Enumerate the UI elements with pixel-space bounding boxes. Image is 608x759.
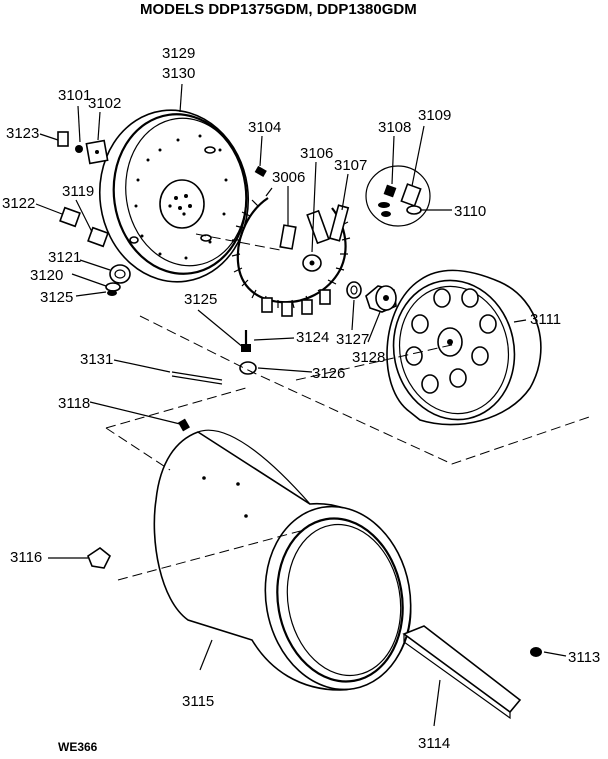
models-header: MODELS DDP1375GDM, DDP1380GDM [140,1,417,18]
callout-label: 3113 [568,649,600,666]
callout-label: 3115 [182,693,214,710]
callout-label: 3106 [300,145,333,162]
small-parts-right-group [365,165,431,227]
callout-label: 3129 [162,45,195,62]
callout-label: 3122 [2,195,35,212]
screw-parts [171,330,257,385]
callout-label: 3131 [80,351,113,368]
callout-label: 3109 [418,107,451,124]
heater-coil [231,187,351,317]
screw-3104 [254,165,267,177]
leader-lines [35,83,567,727]
callout-label: 3119 [62,183,94,200]
drum-rear-head [98,109,250,283]
callout-label: 3125 [40,289,73,306]
callout-label: 3128 [352,349,385,366]
callout-label: 3114 [418,735,450,752]
thermostat-part [279,224,297,250]
callout-label: 3111 [530,311,561,328]
baffle-3114 [402,625,522,720]
callout-label: 3102 [88,95,121,112]
assembly-lines [105,233,593,581]
sensor-part [302,254,322,272]
callout-label: 3101 [58,87,91,104]
callout-label: 3110 [454,203,486,220]
callout-label: 3006 [272,169,305,186]
small-parts-group [57,131,131,296]
callout-label: 3120 [30,267,63,284]
callout-label: 3130 [162,65,195,82]
drum-cylinder [153,429,412,691]
callout-label: 3104 [248,119,281,136]
callout-label: 3108 [378,119,411,136]
callout-label: 3121 [48,249,81,266]
bearing-parts [346,281,397,313]
clip-3116 [87,547,112,569]
screw-3118 [178,418,190,432]
callout-label: 3116 [10,549,42,566]
screw-3113 [530,647,542,657]
callout-label: 3118 [58,395,90,412]
drum-front-head [386,269,542,426]
callout-label: 3127 [336,331,369,348]
callout-label: 3125 [184,291,217,308]
callout-labels: 3129 3130 3101 3102 3123 3104 3106 3107 … [2,45,600,752]
callout-label: 3126 [312,365,345,382]
callout-label: 3124 [296,329,329,346]
callout-label: 3107 [334,157,367,174]
callout-label: 3123 [6,125,39,142]
drawing-code: WE366 [58,740,98,754]
